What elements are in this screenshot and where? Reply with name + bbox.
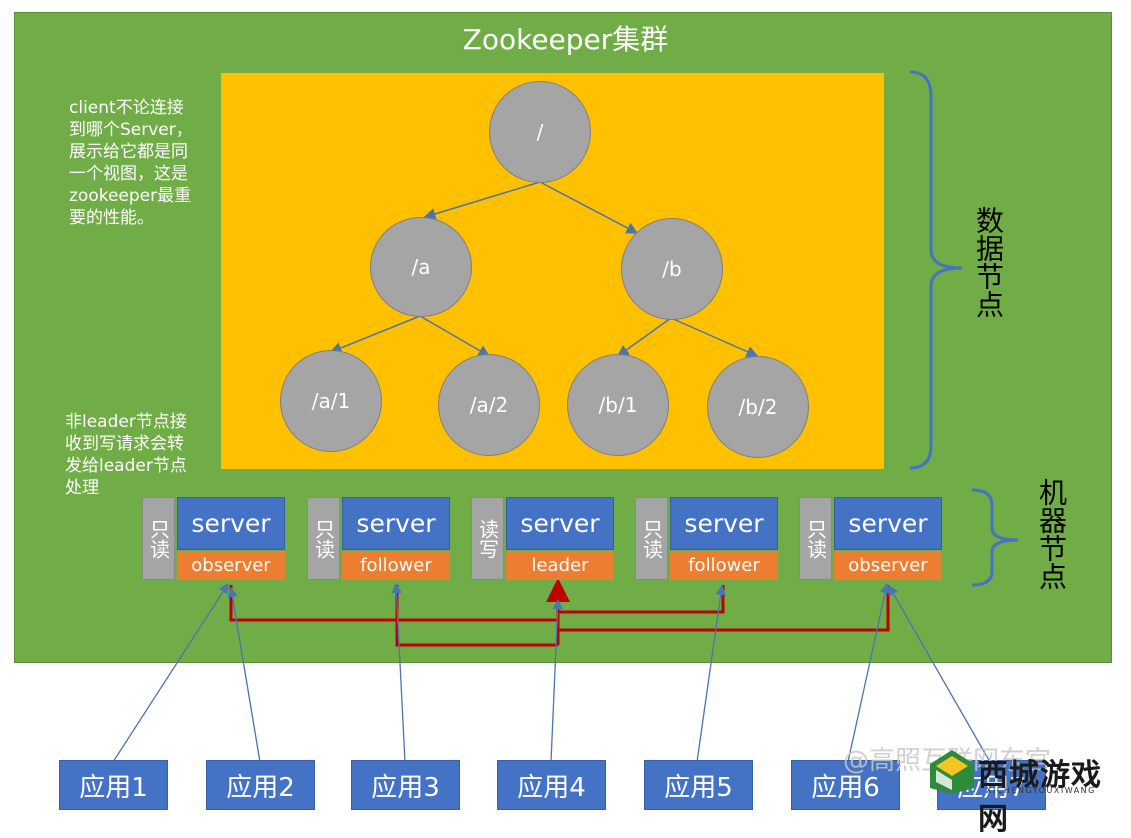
forward-observer1 bbox=[229, 585, 558, 622]
link-app2 bbox=[227, 586, 261, 763]
app-4: 应用4 bbox=[497, 760, 606, 810]
edge-a-a1 bbox=[329, 315, 421, 354]
server-role-label: observer bbox=[834, 551, 942, 580]
note-client-view: client不论连接 到哪个Server， 展示给它都是同 一个视图，这是 zo… bbox=[69, 98, 193, 228]
server-role-label: observer bbox=[177, 551, 285, 580]
link-app1 bbox=[112, 582, 229, 763]
logo-mark-icon bbox=[930, 750, 974, 794]
server-observer-2: 只读 server observer bbox=[799, 497, 942, 580]
server-label: server bbox=[342, 497, 450, 550]
cluster-title: Zookeeper集群 bbox=[462, 23, 669, 56]
app-2: 应用2 bbox=[206, 760, 315, 810]
server-follower-2: 只读 server follower bbox=[635, 497, 778, 580]
app-5: 应用5 bbox=[644, 760, 753, 810]
link-app4 bbox=[550, 598, 563, 763]
bracket-data-nodes bbox=[909, 70, 963, 470]
edge-b-b2 bbox=[670, 317, 759, 358]
znode-a1: /a/1 bbox=[280, 350, 382, 452]
logo-subtext: XICHENGYOUXIWANG bbox=[986, 786, 1096, 795]
server-role-label: leader bbox=[506, 551, 614, 580]
bracket-machine-nodes bbox=[971, 488, 1019, 587]
edge-a-a2 bbox=[419, 315, 491, 357]
znode-b2: /b/2 bbox=[707, 356, 809, 458]
link-app5 bbox=[696, 584, 726, 763]
znode-a2: /a/2 bbox=[438, 354, 540, 456]
forward-follower2 bbox=[558, 585, 725, 614]
server-mode-label: 只读 bbox=[142, 497, 175, 580]
server-mode-label: 只读 bbox=[307, 497, 340, 580]
znode-b: /b bbox=[621, 218, 723, 320]
site-logo: 西城游戏网 XICHENGYOUXIWANG bbox=[928, 748, 1128, 837]
app-1: 应用1 bbox=[59, 760, 168, 810]
server-mode-label: 只读 bbox=[799, 497, 832, 580]
label-data-nodes: 数据节点 bbox=[972, 206, 1005, 318]
server-label: server bbox=[834, 497, 942, 550]
server-role-label: follower bbox=[342, 551, 450, 580]
forward-follower1 bbox=[395, 585, 558, 647]
server-label: server bbox=[670, 497, 778, 550]
forward-observer2 bbox=[558, 585, 890, 632]
edge-root-a bbox=[423, 181, 541, 220]
znode-b1: /b/1 bbox=[567, 354, 669, 456]
edge-root-b bbox=[539, 181, 639, 234]
note-write-forwarding: 非leader节点接 收到写请求会转 发给leader节点 处理 bbox=[65, 412, 187, 498]
znode-root: / bbox=[489, 81, 591, 183]
znode-a: /a bbox=[370, 217, 472, 317]
server-mode-label: 读写 bbox=[471, 497, 504, 580]
label-machine-nodes: 机器节点 bbox=[1035, 478, 1068, 590]
link-app7 bbox=[888, 584, 991, 763]
connection-lines bbox=[112, 70, 1019, 763]
server-leader: 读写 server leader bbox=[471, 497, 614, 580]
server-role-label: follower bbox=[670, 551, 778, 580]
app-3: 应用3 bbox=[351, 760, 460, 810]
server-label: server bbox=[177, 497, 285, 550]
server-mode-label: 只读 bbox=[635, 497, 668, 580]
link-app3 bbox=[391, 582, 406, 763]
edge-b-b1 bbox=[616, 317, 672, 357]
link-app6 bbox=[847, 582, 891, 763]
server-observer-1: 只读 server observer bbox=[142, 497, 285, 580]
server-label: server bbox=[506, 497, 614, 550]
server-follower-1: 只读 server follower bbox=[307, 497, 450, 580]
